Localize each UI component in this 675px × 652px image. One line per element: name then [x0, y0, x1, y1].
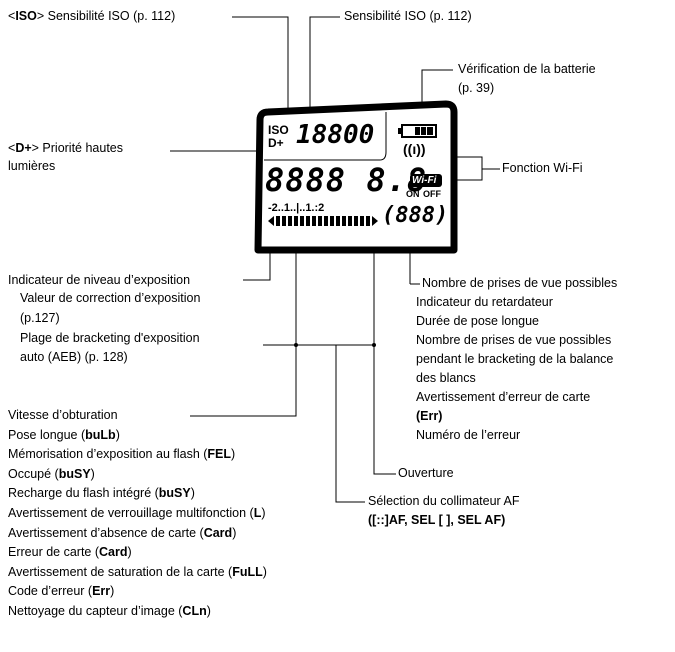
bottom-item: Avertissement d’absence de carte (Card) [8, 525, 236, 542]
lcd-wifi-on: ON [406, 189, 420, 199]
item-text: Avertissement de saturation de la carte … [8, 564, 233, 579]
item-close: ) [90, 466, 95, 481]
bottom-item: Mémorisation d’exposition au flash (FEL) [8, 446, 235, 463]
bottom-item: Recharge du flash intégré (buSY) [8, 485, 195, 502]
item-text: Code d’erreur ( [8, 584, 93, 599]
lcd-main-digits: 8888 8.8 [265, 161, 428, 199]
lcd-iso-text: ISO [268, 123, 289, 137]
aeb-label-1: Plage de bracketing d'exposition [20, 331, 200, 345]
item-text: Nettoyage du capteur d’image ( [8, 604, 183, 618]
item-close: ) [231, 447, 236, 462]
bottom-item: Erreur de carte (Card) [8, 544, 132, 561]
exposure-correction-label: Valeur de correction d’exposition [20, 291, 201, 305]
item-close: ) [127, 545, 132, 560]
bottom-item: Vitesse d’obturation [8, 407, 118, 424]
item-text: Avertissement de verrouillage multifonct… [8, 506, 254, 520]
right-item-1: Indicateur du retardateur [416, 295, 553, 309]
right-item-5: des blancs [416, 371, 476, 385]
lcd-wifi-badge: Wi-Fi [412, 175, 437, 186]
exposure-correction-page: (p.127) [20, 311, 60, 325]
iso-label-right: Sensibilité ISO (p. 112) [344, 9, 472, 23]
item-code: L [253, 506, 262, 520]
leader-aperture [373, 188, 396, 475]
battery-label-2: (p. 39) [458, 81, 495, 95]
right-item-8: Numéro de l’erreur [416, 428, 521, 442]
right-item-4: pendant le bracketing de la balance [416, 352, 614, 366]
item-code: buLb [85, 427, 116, 442]
item-close: ) [262, 564, 267, 579]
item-code: FuLL [232, 564, 263, 579]
bottom-item: Avertissement de saturation de la carte … [8, 564, 267, 581]
highlight-label-2: lumières [8, 159, 56, 173]
af-selection-label: Sélection du collimateur AF [368, 494, 520, 508]
bottom-item: Avertissement de verrouillage multifonct… [8, 505, 266, 522]
bottom-item: Pose longue (buLb) [8, 427, 120, 444]
item-code: buSY [158, 486, 191, 501]
battery-icon [398, 124, 437, 138]
lcd-iso-value: 18800 [296, 120, 375, 150]
highlight-label: <D+> Priorité hautes [8, 141, 124, 155]
bottom-item: Occupé (buSY) [8, 466, 95, 483]
item-close: ) [261, 506, 266, 520]
item-text: Pose longue ( [8, 427, 86, 442]
leader-af [335, 345, 365, 503]
item-code: Err [92, 584, 111, 599]
item-code: Card [99, 545, 128, 560]
wifi-antenna-icon: ((ı)) [403, 141, 426, 157]
lcd-scale-text: -2..1..|..1.:2 [268, 202, 325, 214]
lcd-shots: (888) [382, 203, 449, 228]
item-code: Card [203, 525, 233, 540]
battery-label-1: Vérification de la batterie [458, 62, 596, 76]
item-close: ) [206, 604, 211, 618]
exposure-scale-bar [268, 216, 378, 226]
bottom-item: Code d’erreur (Err) [8, 583, 114, 600]
item-text: Avertissement d’absence de carte ( [8, 525, 204, 540]
lcd-highlight-text: D+ [268, 136, 284, 150]
iso-label-left: <ISO> Sensibilité ISO (p. 112) [8, 9, 176, 23]
item-code: CLn [182, 604, 207, 618]
item-text: Occupé ( [8, 466, 59, 481]
lcd-wifi-off: OFF [423, 189, 441, 199]
item-close: ) [115, 427, 120, 442]
right-item-3: Nombre de prises de vue possibles [416, 333, 612, 347]
af-selection-modes: ([::]AF, SEL [ ], SEL AF) [368, 513, 506, 527]
right-item-6: Avertissement d’erreur de carte [416, 390, 591, 404]
aeb-label-2: auto (AEB) (p. 128) [20, 350, 128, 364]
bottom-item: Nettoyage du capteur d’image (CLn) [8, 603, 211, 620]
wifi-label: Fonction Wi-Fi [502, 161, 583, 175]
exposure-level-label: Indicateur de niveau d’exposition [8, 273, 191, 287]
aperture-label: Ouverture [398, 466, 454, 480]
leader-iso-left [232, 16, 289, 125]
item-code: FEL [207, 447, 232, 462]
leader-iso-right [309, 16, 340, 125]
item-text: Vitesse d’obturation [8, 408, 118, 422]
item-close: ) [190, 486, 195, 501]
item-code: buSY [58, 466, 91, 481]
item-close: ) [110, 584, 115, 599]
right-item-2: Durée de pose longue [416, 314, 540, 328]
item-close: ) [232, 525, 237, 540]
item-text: Mémorisation d’exposition au flash ( [8, 447, 208, 462]
item-text: Recharge du flash intégré ( [8, 486, 159, 501]
leader-shutter [190, 188, 297, 417]
item-text: Erreur de carte ( [8, 545, 100, 560]
right-item-7: (Err) [416, 409, 443, 423]
right-item-0: Nombre de prises de vue possibles [422, 276, 618, 290]
